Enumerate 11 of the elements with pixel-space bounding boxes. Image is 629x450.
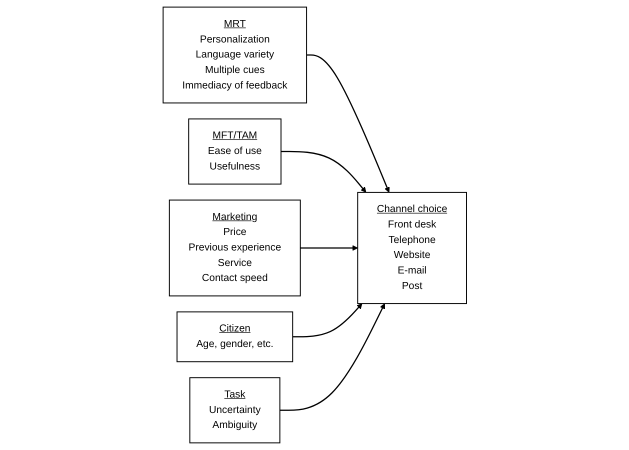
- node-box: Marketing Price Previous experience Service Contact speed: [168, 200, 300, 296]
- node-box: MRT Personalization Language variety Multiple cues Immediacy of feedback: [162, 6, 307, 104]
- arrow: [280, 150, 366, 193]
- node-box: MFT/TAM Ease of use Usefulness: [188, 118, 282, 185]
- arrow: [300, 245, 358, 251]
- node-box: Citizen Age, gender, etc.: [176, 311, 293, 362]
- node-box: Channel choice Front desk Telephone Website E-mail Post: [356, 192, 467, 304]
- node-box: Task Uncertainty Ambiguity: [189, 377, 280, 444]
- arrow: [306, 54, 390, 193]
- arrow: [280, 303, 385, 411]
- arrow: [292, 303, 362, 338]
